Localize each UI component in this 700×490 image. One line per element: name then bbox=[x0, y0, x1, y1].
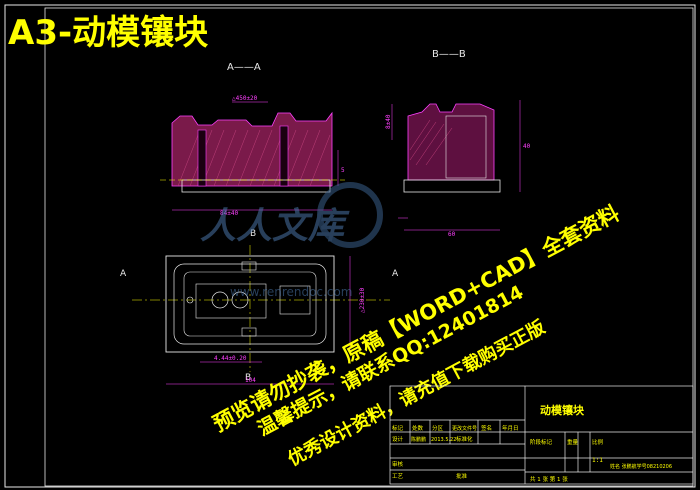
bb-base bbox=[403, 179, 501, 193]
tb-row1-c6: 年月日 bbox=[502, 424, 519, 432]
aa-cavity-left bbox=[197, 129, 207, 187]
tb-review-label: 审核 bbox=[392, 460, 404, 468]
plan-slot-right bbox=[279, 285, 311, 315]
outer-frame bbox=[4, 4, 696, 488]
section-bb-body bbox=[407, 103, 495, 181]
section-marker-b-bottom: B bbox=[245, 373, 251, 383]
tb-row1-c2: 处数 bbox=[412, 424, 424, 432]
plan-slot-bottom bbox=[241, 327, 257, 337]
section-marker-a-left: A bbox=[120, 269, 127, 279]
section-aa-view: A——A △450±20 84±40 5 bbox=[160, 62, 345, 217]
section-marker-b-top: B bbox=[250, 229, 256, 239]
dim-bottom-left: 84±40 bbox=[220, 210, 238, 217]
dim-bb-left: 8±40 bbox=[385, 114, 392, 129]
plan-core bbox=[195, 283, 267, 319]
tb-row1-c4: 更改文件号 bbox=[452, 425, 477, 432]
tb-process-label: 工艺 bbox=[392, 473, 404, 480]
inner-frame bbox=[44, 7, 694, 487]
watermark-url: www.renrendoc.com bbox=[230, 285, 352, 299]
tb-stage-label: 阶段标记 bbox=[530, 438, 553, 446]
plan-hole-1 bbox=[211, 291, 229, 309]
plan-outer bbox=[165, 255, 335, 353]
tb-row1-c3: 分区 bbox=[432, 424, 444, 432]
tb-student: 姓名 张鹏航学号08210206 bbox=[610, 463, 672, 470]
tb-row2-c1: 设计 bbox=[392, 435, 404, 443]
dim-plan-inner: 4.44±0.20 bbox=[214, 355, 247, 362]
tb-row1-c5: 签名 bbox=[481, 424, 492, 432]
dim-right-small: 5 bbox=[341, 167, 345, 174]
section-bb-label: B——B bbox=[432, 49, 466, 60]
tb-sheet-label: 共 1 张 第 1 张 bbox=[530, 475, 568, 483]
tb-part-name: 动模镶块 bbox=[540, 403, 585, 417]
section-marker-a-right: A bbox=[392, 269, 399, 279]
dim-bb-right: 40 bbox=[523, 143, 531, 150]
tb-scale-value: 1:1 bbox=[592, 457, 603, 464]
section-bb-view: B——B 60 40 8±40 bbox=[385, 49, 531, 238]
page-title: A3-动模镶块 bbox=[8, 13, 208, 53]
tb-row2-c4: 标准化 bbox=[456, 435, 473, 443]
section-aa-label: A——A bbox=[227, 62, 261, 73]
plan-view: B A A B △230±30 4.44±0.20 104 bbox=[120, 229, 399, 385]
tb-approve-label: 批准 bbox=[456, 472, 468, 480]
title-block bbox=[389, 385, 694, 485]
aa-cavity-right bbox=[279, 125, 289, 187]
tb-scale-label: 比例 bbox=[592, 438, 604, 446]
tb-weight-label: 重量 bbox=[567, 438, 579, 446]
watermark-logo-text: 人人文库 bbox=[200, 206, 350, 247]
watermark-logo: 人人文库 www.renrendoc.com bbox=[200, 182, 383, 299]
dim-top: △450±20 bbox=[232, 95, 258, 102]
section-aa-body bbox=[171, 111, 333, 187]
plan-hole-2 bbox=[231, 291, 249, 309]
dim-plan-right: △230±30 bbox=[359, 287, 366, 313]
dim-bb-bottom: 60 bbox=[448, 231, 456, 238]
tb-row1-c1: 标记 bbox=[392, 424, 404, 432]
plan-slot-top bbox=[241, 261, 257, 271]
plan-hole-3 bbox=[186, 296, 194, 304]
dim-plan-total: 104 bbox=[245, 377, 256, 384]
plan-inner-1 bbox=[173, 263, 327, 345]
bb-inner-block bbox=[445, 115, 487, 179]
tb-row2-c2: 陈鹏鹏 bbox=[411, 436, 426, 443]
tb-row2-c3: 2013.5.22 bbox=[431, 437, 456, 443]
